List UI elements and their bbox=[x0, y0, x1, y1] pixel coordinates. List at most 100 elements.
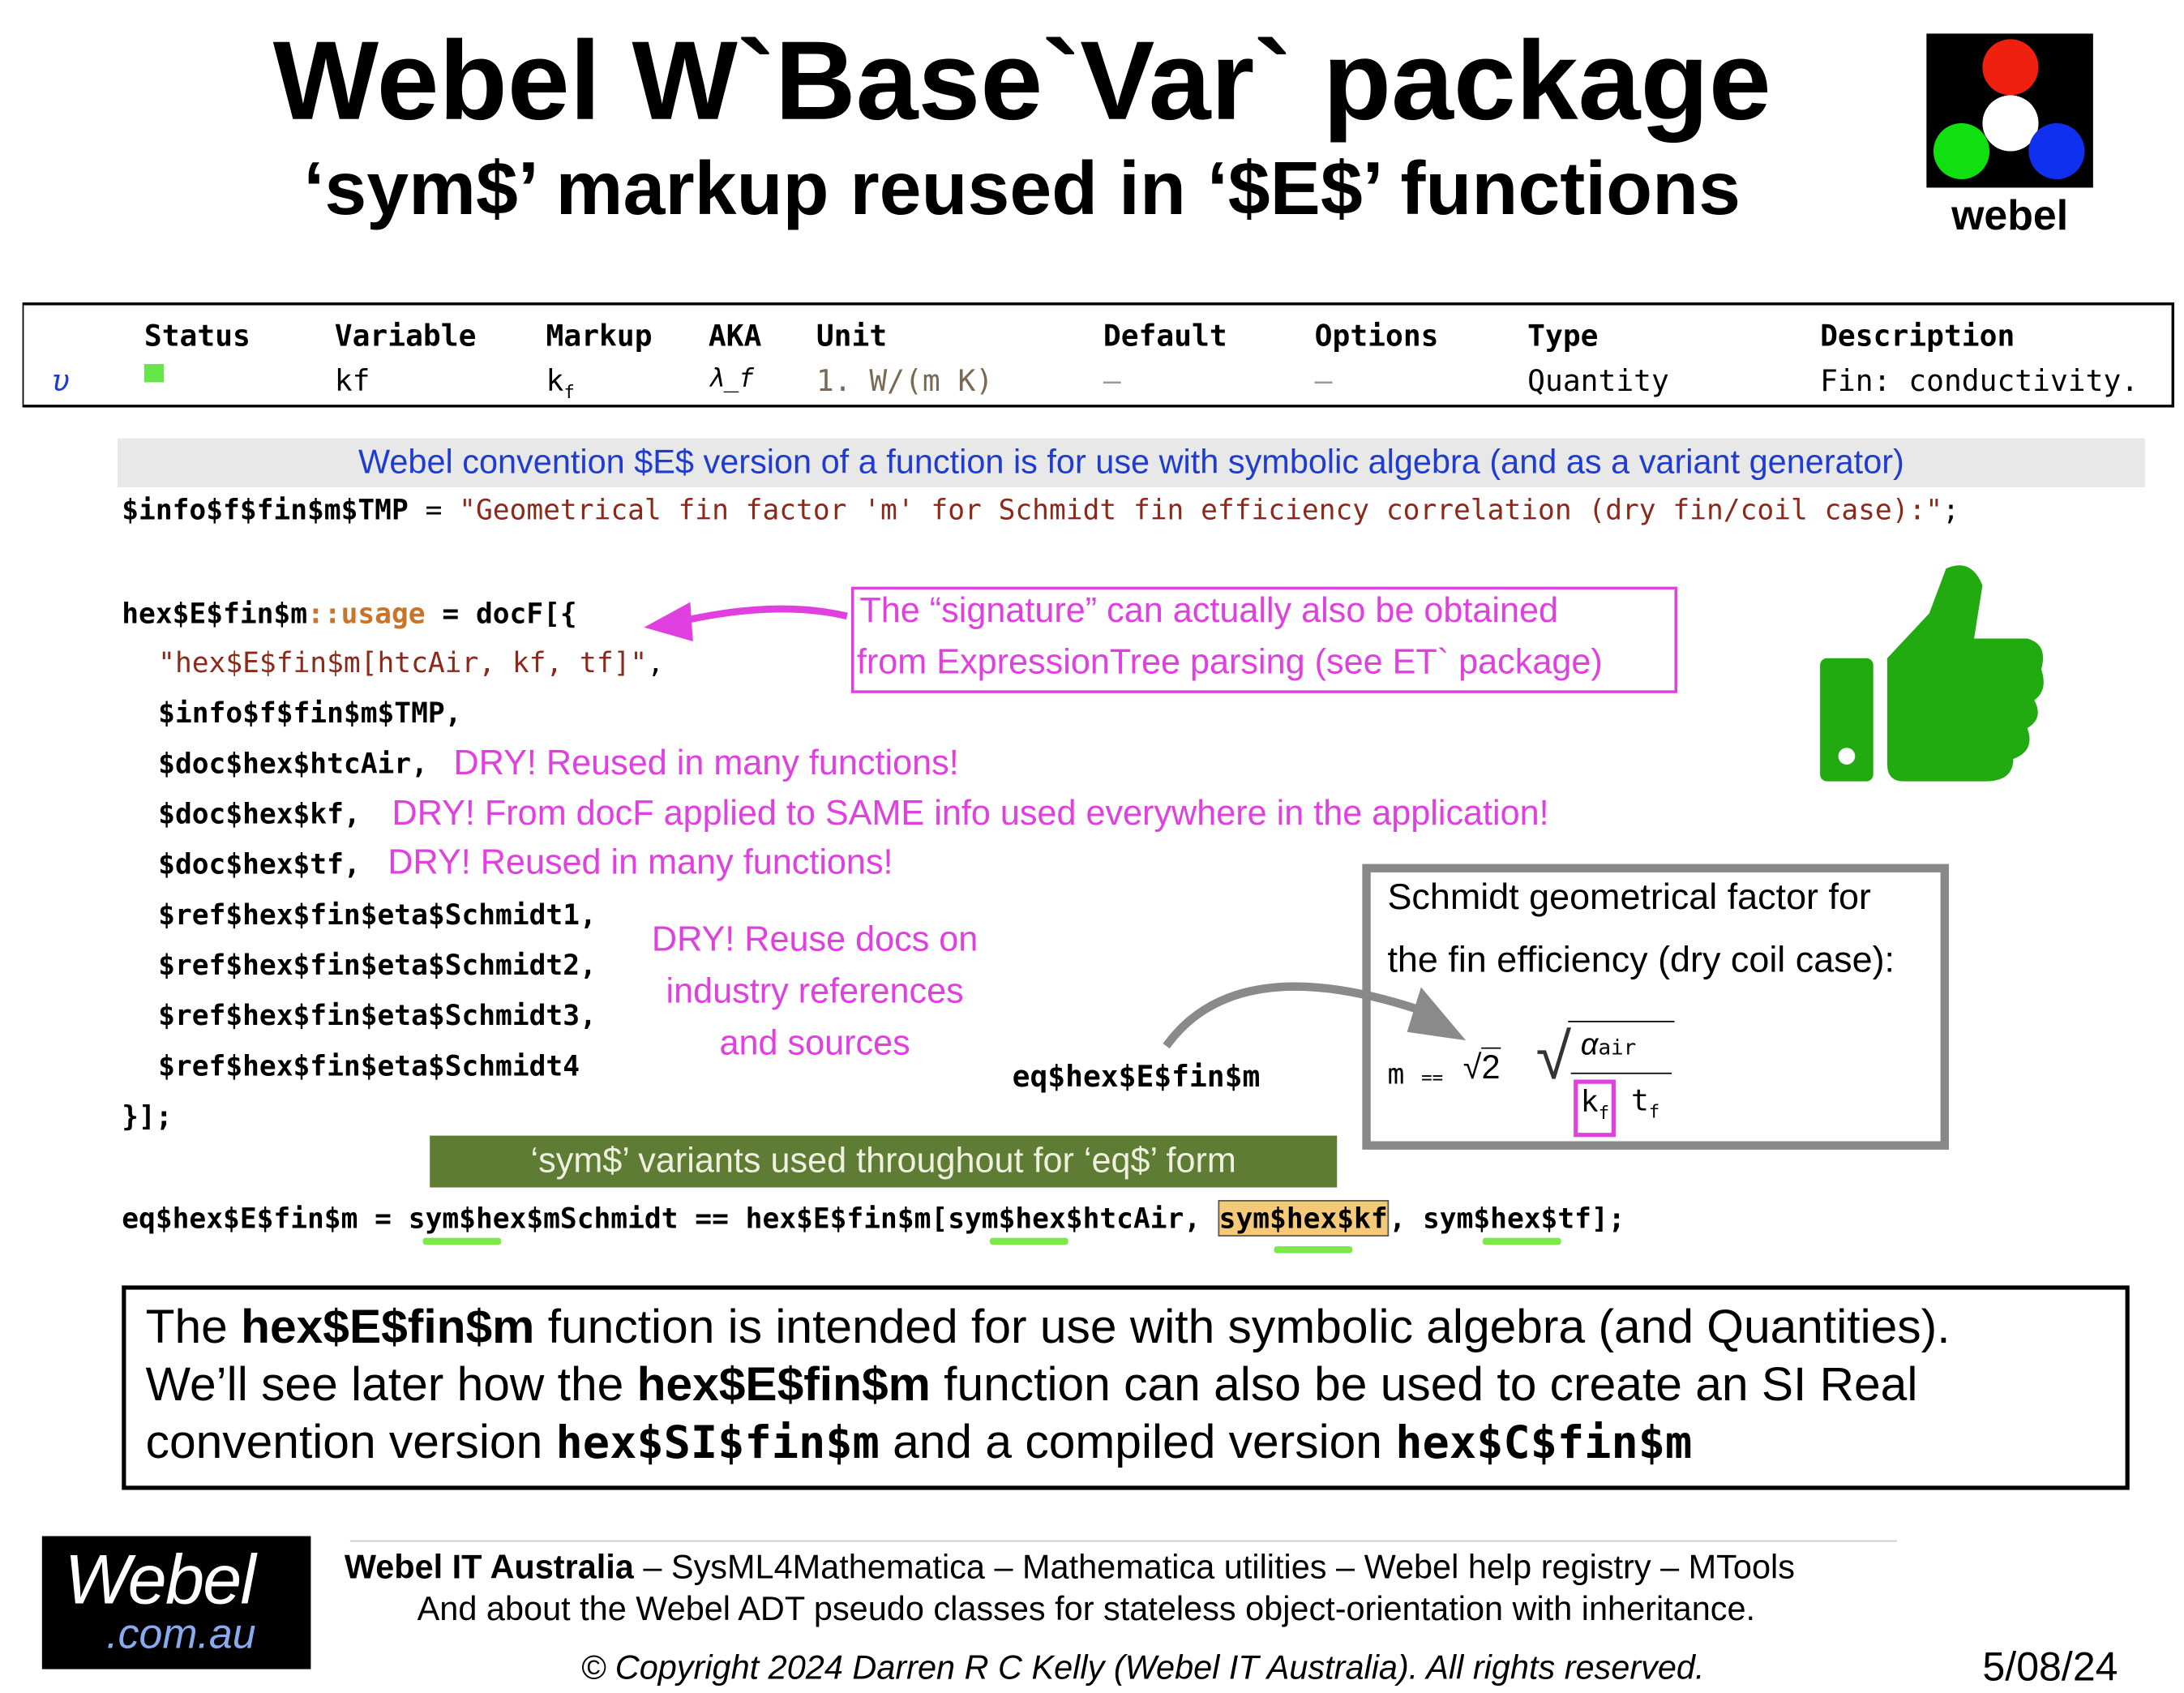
info-end: ; bbox=[1942, 492, 1959, 527]
dry-refs-line: industry references bbox=[666, 971, 964, 1011]
signature-note-line2: from ExpressionTree parsing (see ET` pac… bbox=[856, 642, 1603, 683]
t-sub: f bbox=[1648, 1102, 1660, 1124]
code-line: $ref$hex$fin$eta$Schmidt3, bbox=[158, 998, 597, 1032]
green-dot-icon bbox=[1933, 122, 1990, 180]
code-line: $doc$hex$tf, bbox=[158, 846, 361, 881]
info-string: "Geometrical fin factor 'm' for Schmidt … bbox=[459, 492, 1943, 527]
date: 5/08/24 bbox=[1982, 1645, 2118, 1691]
status-indicator bbox=[143, 364, 165, 383]
sqrt2-value: 2 bbox=[1481, 1047, 1501, 1087]
eq-part: ]; bbox=[1591, 1201, 1625, 1236]
code-line: $ref$hex$fin$eta$Schmidt1, bbox=[158, 898, 597, 932]
logo-text: webel bbox=[1951, 193, 2069, 240]
k-sub: f bbox=[1598, 1104, 1610, 1125]
footer-divider bbox=[349, 1540, 1898, 1542]
sqrt-bar bbox=[1568, 1020, 1675, 1022]
summary-line1: The hex$E$fin$m function is intended for… bbox=[146, 1301, 1951, 1355]
footer-links: – SysML4Mathematica – Mathematica utilit… bbox=[633, 1549, 1795, 1587]
logo-bottom: .com.au bbox=[106, 1611, 256, 1658]
formula-lhs: m == bbox=[1387, 1057, 1443, 1091]
logo-top: Webel bbox=[64, 1539, 255, 1620]
alpha: α bbox=[1580, 1026, 1599, 1062]
code-line: $info$f$fin$m$TMP, bbox=[158, 696, 462, 730]
signature-end: , bbox=[647, 645, 665, 679]
header-description: Description bbox=[1820, 319, 2015, 354]
sym-kf-highlight: sym$hex$kf bbox=[1217, 1200, 1390, 1237]
code-line: $ref$hex$fin$eta$Schmidt2, bbox=[158, 948, 597, 982]
sym-underline bbox=[1274, 1246, 1353, 1254]
text: We’ll see later how the bbox=[145, 1358, 637, 1412]
eq-label: eq$hex$E$fin$m bbox=[1012, 1060, 1261, 1094]
eq-part: , bbox=[1389, 1201, 1423, 1236]
text: and a compiled version bbox=[879, 1415, 1396, 1469]
cell-aka: λ_f bbox=[708, 364, 755, 394]
info-line: $info$f$fin$m$TMP = "Geometrical fin fac… bbox=[122, 493, 1959, 526]
dry-refs-note: DRY! Reuse docs on industry references a… bbox=[616, 915, 1013, 1070]
dry-refs-line: and sources bbox=[719, 1023, 910, 1063]
sym-tf: sym$hex$tf bbox=[1422, 1201, 1591, 1236]
convention-banner: Webel convention $E$ version of a functi… bbox=[118, 438, 2145, 487]
dry-note-3: DRY! Reused in many functions! bbox=[388, 842, 893, 883]
sym-variants-banner: ‘sym$’ variants used throughout for ‘eq$… bbox=[430, 1135, 1338, 1188]
signature-line: "hex$E$fin$m[htcAir, kf, tf]", bbox=[158, 645, 664, 679]
cell-options: – bbox=[1314, 364, 1333, 398]
dry-note-2: DRY! From docF applied to SAME info used… bbox=[392, 794, 1549, 834]
fraction-bar bbox=[1570, 1072, 1672, 1074]
formula-sqrt2: √2 bbox=[1462, 1047, 1501, 1087]
pink-arrow-icon bbox=[644, 602, 848, 641]
fn-name: hex$E$fin$m bbox=[241, 1301, 535, 1355]
usage-line: hex$E$fin$m::usage = docF[{ bbox=[122, 597, 576, 630]
header-unit: Unit bbox=[816, 319, 888, 354]
summary-line2: We’ll see later how the hex$E$fin$m func… bbox=[146, 1358, 1918, 1412]
company: Webel IT Australia bbox=[344, 1549, 634, 1587]
cell-markup: kf bbox=[546, 364, 575, 404]
eq-part: == hex$E$fin$m[ bbox=[678, 1201, 949, 1236]
sqrt-sign-icon: √ bbox=[1535, 1019, 1572, 1093]
gray-arrow-icon bbox=[1163, 982, 1467, 1049]
header-default: Default bbox=[1103, 319, 1227, 354]
cell-unit: 1. W/(m K) bbox=[816, 364, 994, 398]
usage-head: hex$E$fin$m bbox=[122, 596, 307, 631]
summary-line3: convention version hex$SI$fin$m and a co… bbox=[146, 1416, 1693, 1470]
code-line: $ref$hex$fin$eta$Schmidt4 bbox=[158, 1048, 580, 1082]
copyright: © Copyright 2024 Darren R C Kelly (Webel… bbox=[580, 1649, 1705, 1688]
info-eq: = bbox=[408, 492, 460, 527]
summary-box bbox=[122, 1285, 2130, 1490]
webel-com-au-logo[interactable]: Webel .com.au bbox=[41, 1536, 311, 1669]
header-markup: Markup bbox=[546, 319, 653, 354]
header-aka: AKA bbox=[708, 319, 762, 354]
header-options: Options bbox=[1314, 319, 1439, 354]
formula-m: m bbox=[1387, 1057, 1405, 1091]
white-dot-icon bbox=[1982, 95, 2039, 152]
dry-note-1: DRY! Reused in many functions! bbox=[453, 744, 959, 783]
schmidt-line2: the fin efficiency (dry coil case): bbox=[1387, 938, 1895, 980]
formula-numerator: αair bbox=[1581, 1027, 1636, 1063]
text: function is intended for use with symbol… bbox=[534, 1301, 1951, 1355]
header-variable: Variable bbox=[334, 319, 477, 354]
code-close: }]; bbox=[122, 1099, 173, 1134]
eq-part: eq$hex$E$fin$m = bbox=[122, 1201, 409, 1236]
signature-string: "hex$E$fin$m[htcAir, kf, tf]" bbox=[158, 645, 648, 679]
formula-equals: == bbox=[1421, 1068, 1444, 1090]
red-dot-icon bbox=[1982, 39, 2039, 96]
signature-note-line1: The “signature” can actually also be obt… bbox=[859, 590, 1559, 631]
slide-subtitle: ‘sym$’ markup reused in ‘$E$’ functions bbox=[303, 147, 1741, 231]
alpha-sub: air bbox=[1598, 1035, 1637, 1061]
cell-default: – bbox=[1103, 364, 1121, 398]
slide-title: Webel W`Base`Var` package bbox=[272, 18, 1771, 144]
blue-dot-icon bbox=[2028, 122, 2085, 180]
sym-htcair: sym$hex$htcAir bbox=[948, 1201, 1184, 1236]
k: k bbox=[1580, 1085, 1599, 1119]
cell-type: Quantity bbox=[1527, 364, 1669, 398]
header-status: Status bbox=[143, 319, 251, 354]
kf-highlight: kf bbox=[1574, 1079, 1617, 1138]
tf: tf bbox=[1631, 1084, 1659, 1124]
fn-name: hex$C$fin$m bbox=[1395, 1415, 1693, 1469]
dry-refs-line: DRY! Reuse docs on bbox=[651, 919, 979, 959]
variable-table: Status Variable Markup AKA Unit Default … bbox=[22, 302, 2175, 408]
info-var: $info$f$fin$m$TMP bbox=[122, 492, 409, 527]
signature-note-box bbox=[851, 586, 1677, 693]
eq-definition-line: eq$hex$E$fin$m = sym$hex$mSchmidt == hex… bbox=[122, 1200, 1625, 1237]
fn-name: hex$E$fin$m bbox=[636, 1358, 931, 1412]
footer-line1: Webel IT Australia – SysML4Mathematica –… bbox=[345, 1549, 1795, 1588]
